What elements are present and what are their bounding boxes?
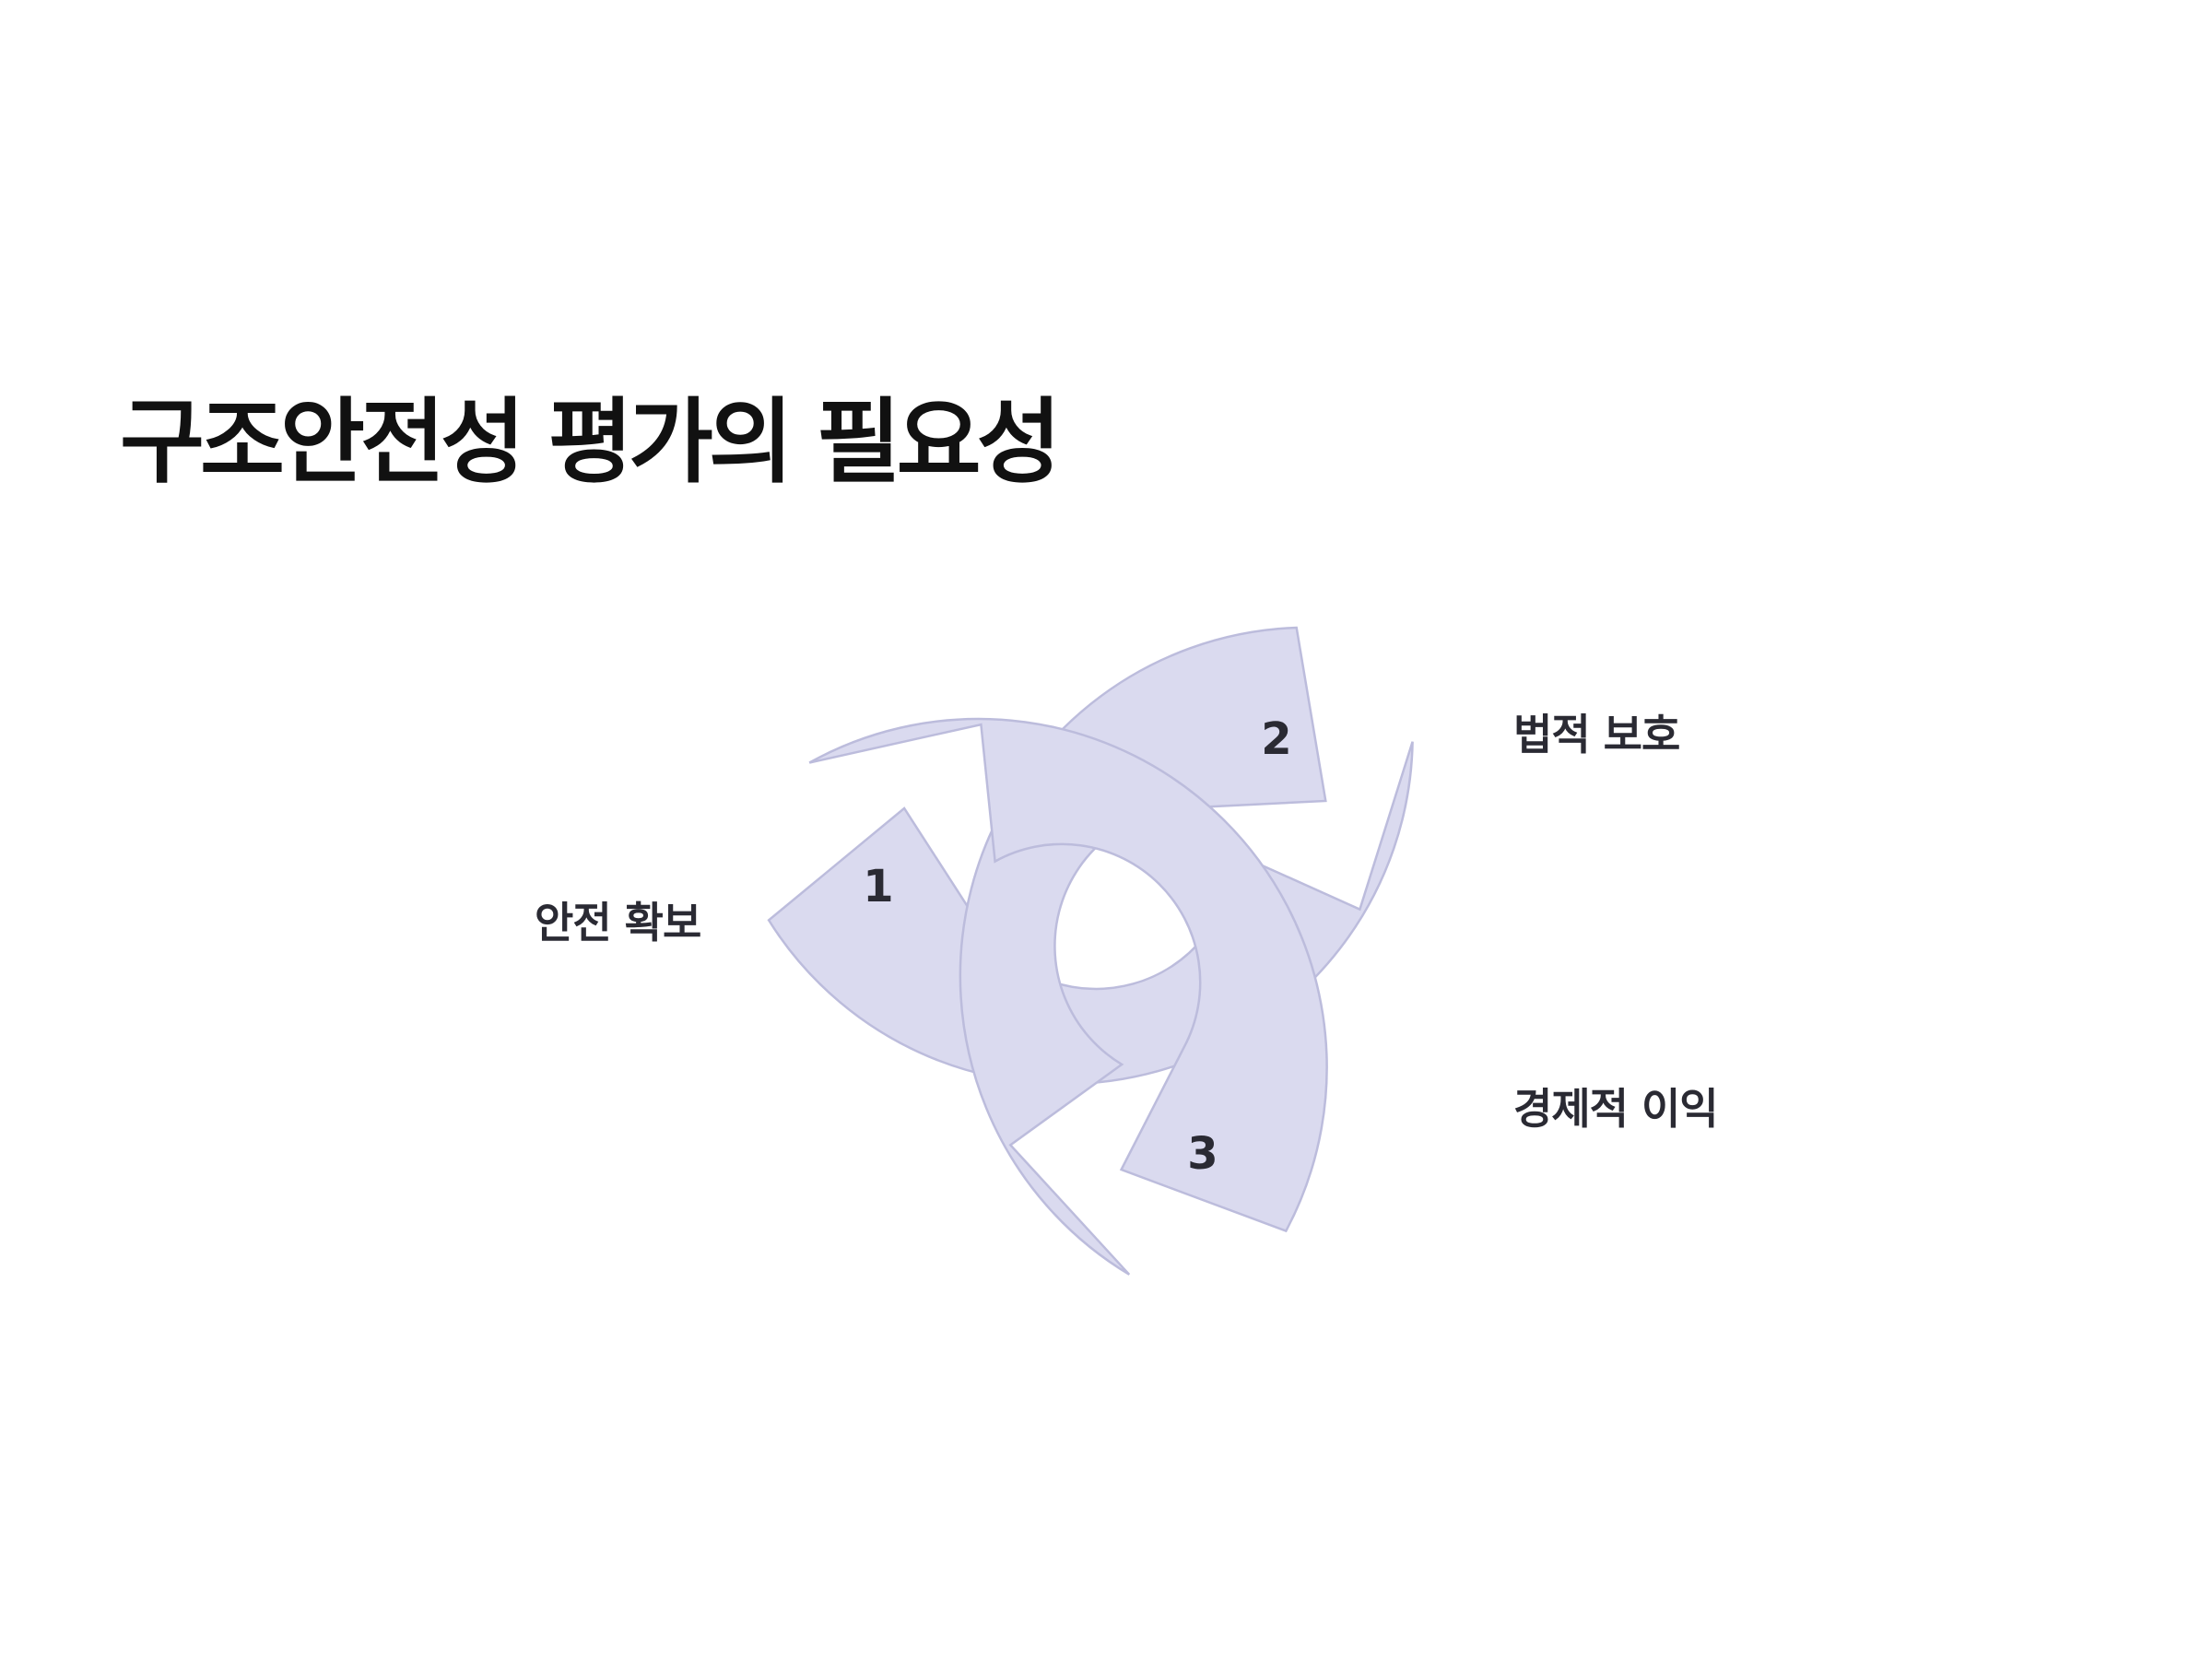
step-2-label: 법적 보호 bbox=[1513, 710, 1680, 759]
step-1-label: 안전 확보 bbox=[535, 898, 701, 947]
step-1-number: 1 bbox=[863, 861, 893, 912]
step-3-label: 경제적 이익 bbox=[1513, 1084, 1719, 1134]
step-3-number: 3 bbox=[1187, 1128, 1218, 1180]
cycle-segment-1 bbox=[808, 717, 1328, 1233]
step-2-number: 2 bbox=[1261, 713, 1291, 765]
slide-title: 구조안전성 평가의 필요성 bbox=[120, 388, 1062, 496]
